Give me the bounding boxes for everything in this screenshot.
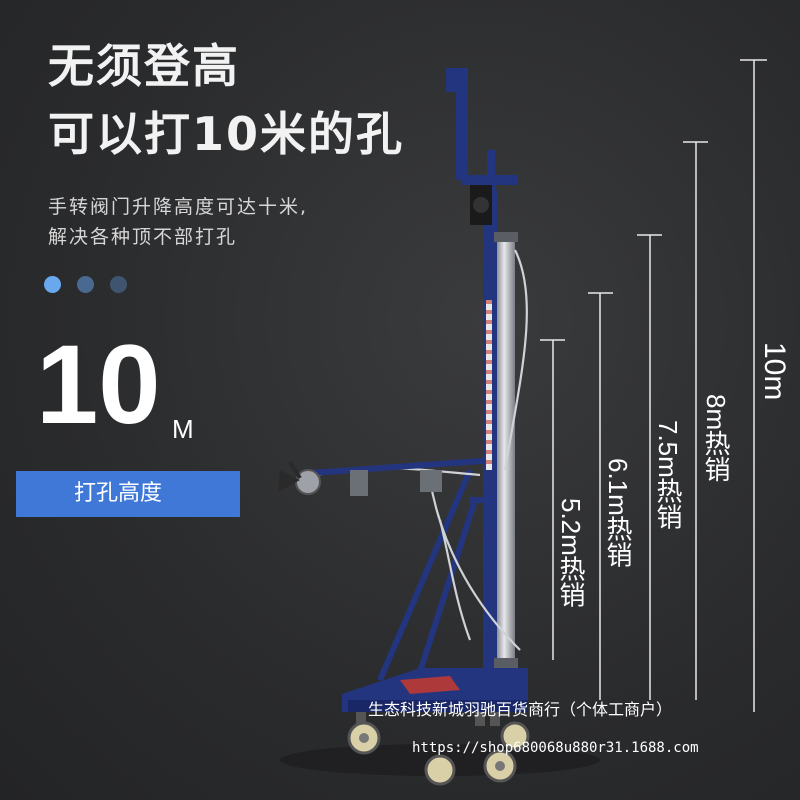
shop-url[interactable]: https://shop680068u880r31.1688.com [412,740,699,756]
pager-dot-1[interactable] [44,276,61,293]
pager-dot-3[interactable] [110,276,127,293]
shop-name: 生态科技新城羽驰百货商行（个体工商户） [368,700,673,719]
spec-label-badge: 打孔高度 [16,471,240,517]
height-label-7-5m: 7.5m热销 [653,420,683,530]
subtitle: 手转阀门升降高度可达十米, 解决各种顶不部打孔 [48,192,388,252]
subtitle-line-1: 手转阀门升降高度可达十米, [48,196,309,218]
height-label-5-2m: 5.2m热销 [556,498,586,608]
spec-value: 10 [36,322,161,447]
headline-line-1: 无须登高 [48,39,240,93]
wheels [347,712,530,786]
height-label-6-1m: 6.1m热销 [603,458,633,568]
spec-unit: M [172,414,194,444]
air-cylinder [497,238,515,663]
subtitle-line-2: 解决各种顶不部打孔 [48,226,238,248]
pager-dot-2[interactable] [77,276,94,293]
height-marker-lines [540,59,767,712]
height-label-10m: 10m [758,342,791,401]
pager-dots [44,276,127,293]
headline-line-2: 可以打10米的孔 [48,107,405,161]
top-mount [456,68,468,180]
height-label-8m: 8m热销 [701,394,731,483]
